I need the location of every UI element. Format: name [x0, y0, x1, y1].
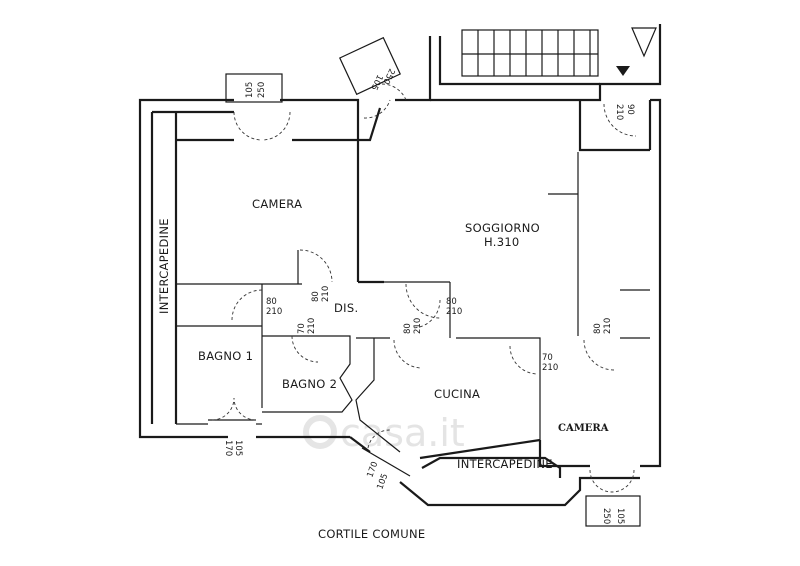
svg-text:210: 210: [542, 363, 558, 373]
svg-text:80: 80: [403, 323, 413, 334]
svg-text:casa.it: casa.it: [340, 411, 465, 455]
svg-text:210: 210: [446, 307, 462, 317]
svg-text:90: 90: [625, 104, 635, 115]
svg-text:80: 80: [593, 323, 603, 334]
room-label-soggiorno: SOGGIORNO: [465, 221, 540, 235]
staircase: [461, 27, 657, 77]
door-swings: [211, 83, 637, 493]
dimension-labels: 105 250 105 250 90 210 80 210 80 210 80 …: [223, 67, 635, 525]
svg-text:210: 210: [321, 286, 331, 302]
svg-text:210: 210: [307, 318, 317, 334]
svg-text:70: 70: [542, 353, 553, 363]
svg-text:170: 170: [365, 460, 380, 479]
svg-text:70: 70: [297, 323, 307, 334]
label-intercapedine-west: INTERCAPEDINE: [157, 218, 171, 314]
svg-text:105: 105: [375, 472, 390, 491]
svg-text:105: 105: [368, 73, 384, 92]
svg-text:210: 210: [603, 318, 613, 334]
room-label-camera-se: CAMERA: [558, 423, 609, 434]
svg-text:170: 170: [223, 440, 233, 456]
room-label-dis: DIS.: [334, 301, 358, 315]
label-cortile-comune: CORTILE COMUNE: [318, 527, 425, 541]
svg-text:105: 105: [245, 82, 255, 98]
svg-text:80: 80: [311, 291, 321, 302]
room-label-bagno2: BAGNO 2: [282, 377, 337, 391]
room-label-bagno1: BAGNO 1: [198, 349, 253, 363]
room-label-cucina: CUCINA: [434, 387, 480, 401]
label-intercapedine-south: INTERCAPEDINE: [457, 457, 553, 471]
outer-walls: [138, 24, 662, 507]
svg-text:80: 80: [266, 297, 277, 307]
interior-walls: [176, 152, 650, 453]
svg-text:210: 210: [614, 104, 624, 120]
room-label-camera: CAMERA: [252, 197, 302, 211]
windows: [208, 36, 641, 527]
svg-text:250: 250: [601, 508, 611, 524]
svg-text:250: 250: [257, 82, 267, 98]
room-height-label: H.310: [484, 235, 520, 249]
svg-text:105: 105: [233, 440, 243, 456]
svg-text:210: 210: [413, 318, 423, 334]
svg-text:80: 80: [446, 297, 457, 307]
svg-text:105: 105: [615, 508, 625, 524]
watermark: casa.it: [303, 411, 465, 455]
svg-text:210: 210: [266, 307, 282, 317]
